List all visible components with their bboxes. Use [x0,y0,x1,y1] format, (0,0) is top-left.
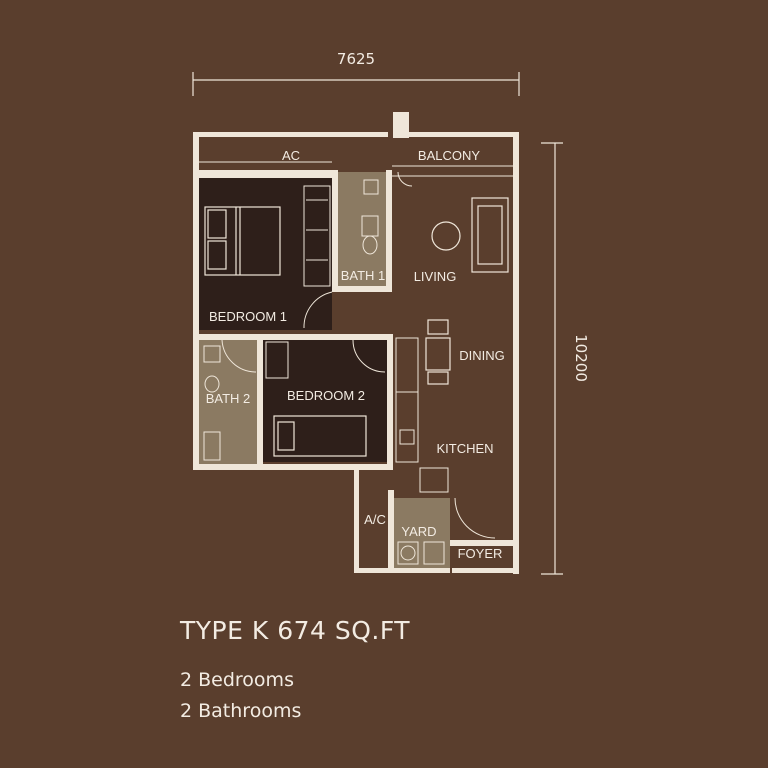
room-label-balcony: BALCONY [418,148,480,163]
room-label-ac-ledge: A/C [364,512,386,527]
wardrobe-icon [303,185,331,287]
bed-2-icon [273,415,367,457]
bath-2-floor [199,340,257,464]
width-dimension [192,72,520,96]
window-lines [199,161,513,177]
width-dimension-label: 7625 [337,50,375,68]
dining-table-icon [425,319,451,385]
room-label-kitchen: KITCHEN [436,441,493,456]
coffee-table-icon [431,221,461,251]
bed-icon [204,206,281,276]
door-swings [221,171,496,539]
wardrobe-2-icon [265,341,289,379]
bath-2-fixtures-icon [203,345,221,461]
toilet-icon [361,179,379,255]
height-dimension [541,142,563,575]
bedroom-1-floor [199,178,332,330]
room-label-bath-1: BATH 1 [341,268,386,283]
room-label-foyer: FOYER [458,546,503,561]
sofa-icon [471,197,509,273]
room-label-bedroom-2: BEDROOM 2 [287,388,365,403]
walls [193,112,519,574]
room-label-bedroom-1: BEDROOM 1 [209,309,287,324]
unit-info: TYPE K 674 SQ.FT 2 Bedrooms 2 Bathrooms [180,616,410,727]
height-dimension-label: 10200 [572,334,590,382]
room-label-bath-2: BATH 2 [206,391,251,406]
room-label-ac: AC [282,148,300,163]
bathroom-count: 2 Bathrooms [180,700,302,722]
room-label-dining: DINING [459,348,505,363]
room-label-yard: YARD [401,524,436,539]
unit-type-title: TYPE K 674 SQ.FT [180,616,411,645]
room-label-living: LIVING [414,269,457,284]
bedroom-count: 2 Bedrooms [180,669,294,691]
washer-icon [397,541,445,565]
kitchen-counter-icon [395,337,449,493]
